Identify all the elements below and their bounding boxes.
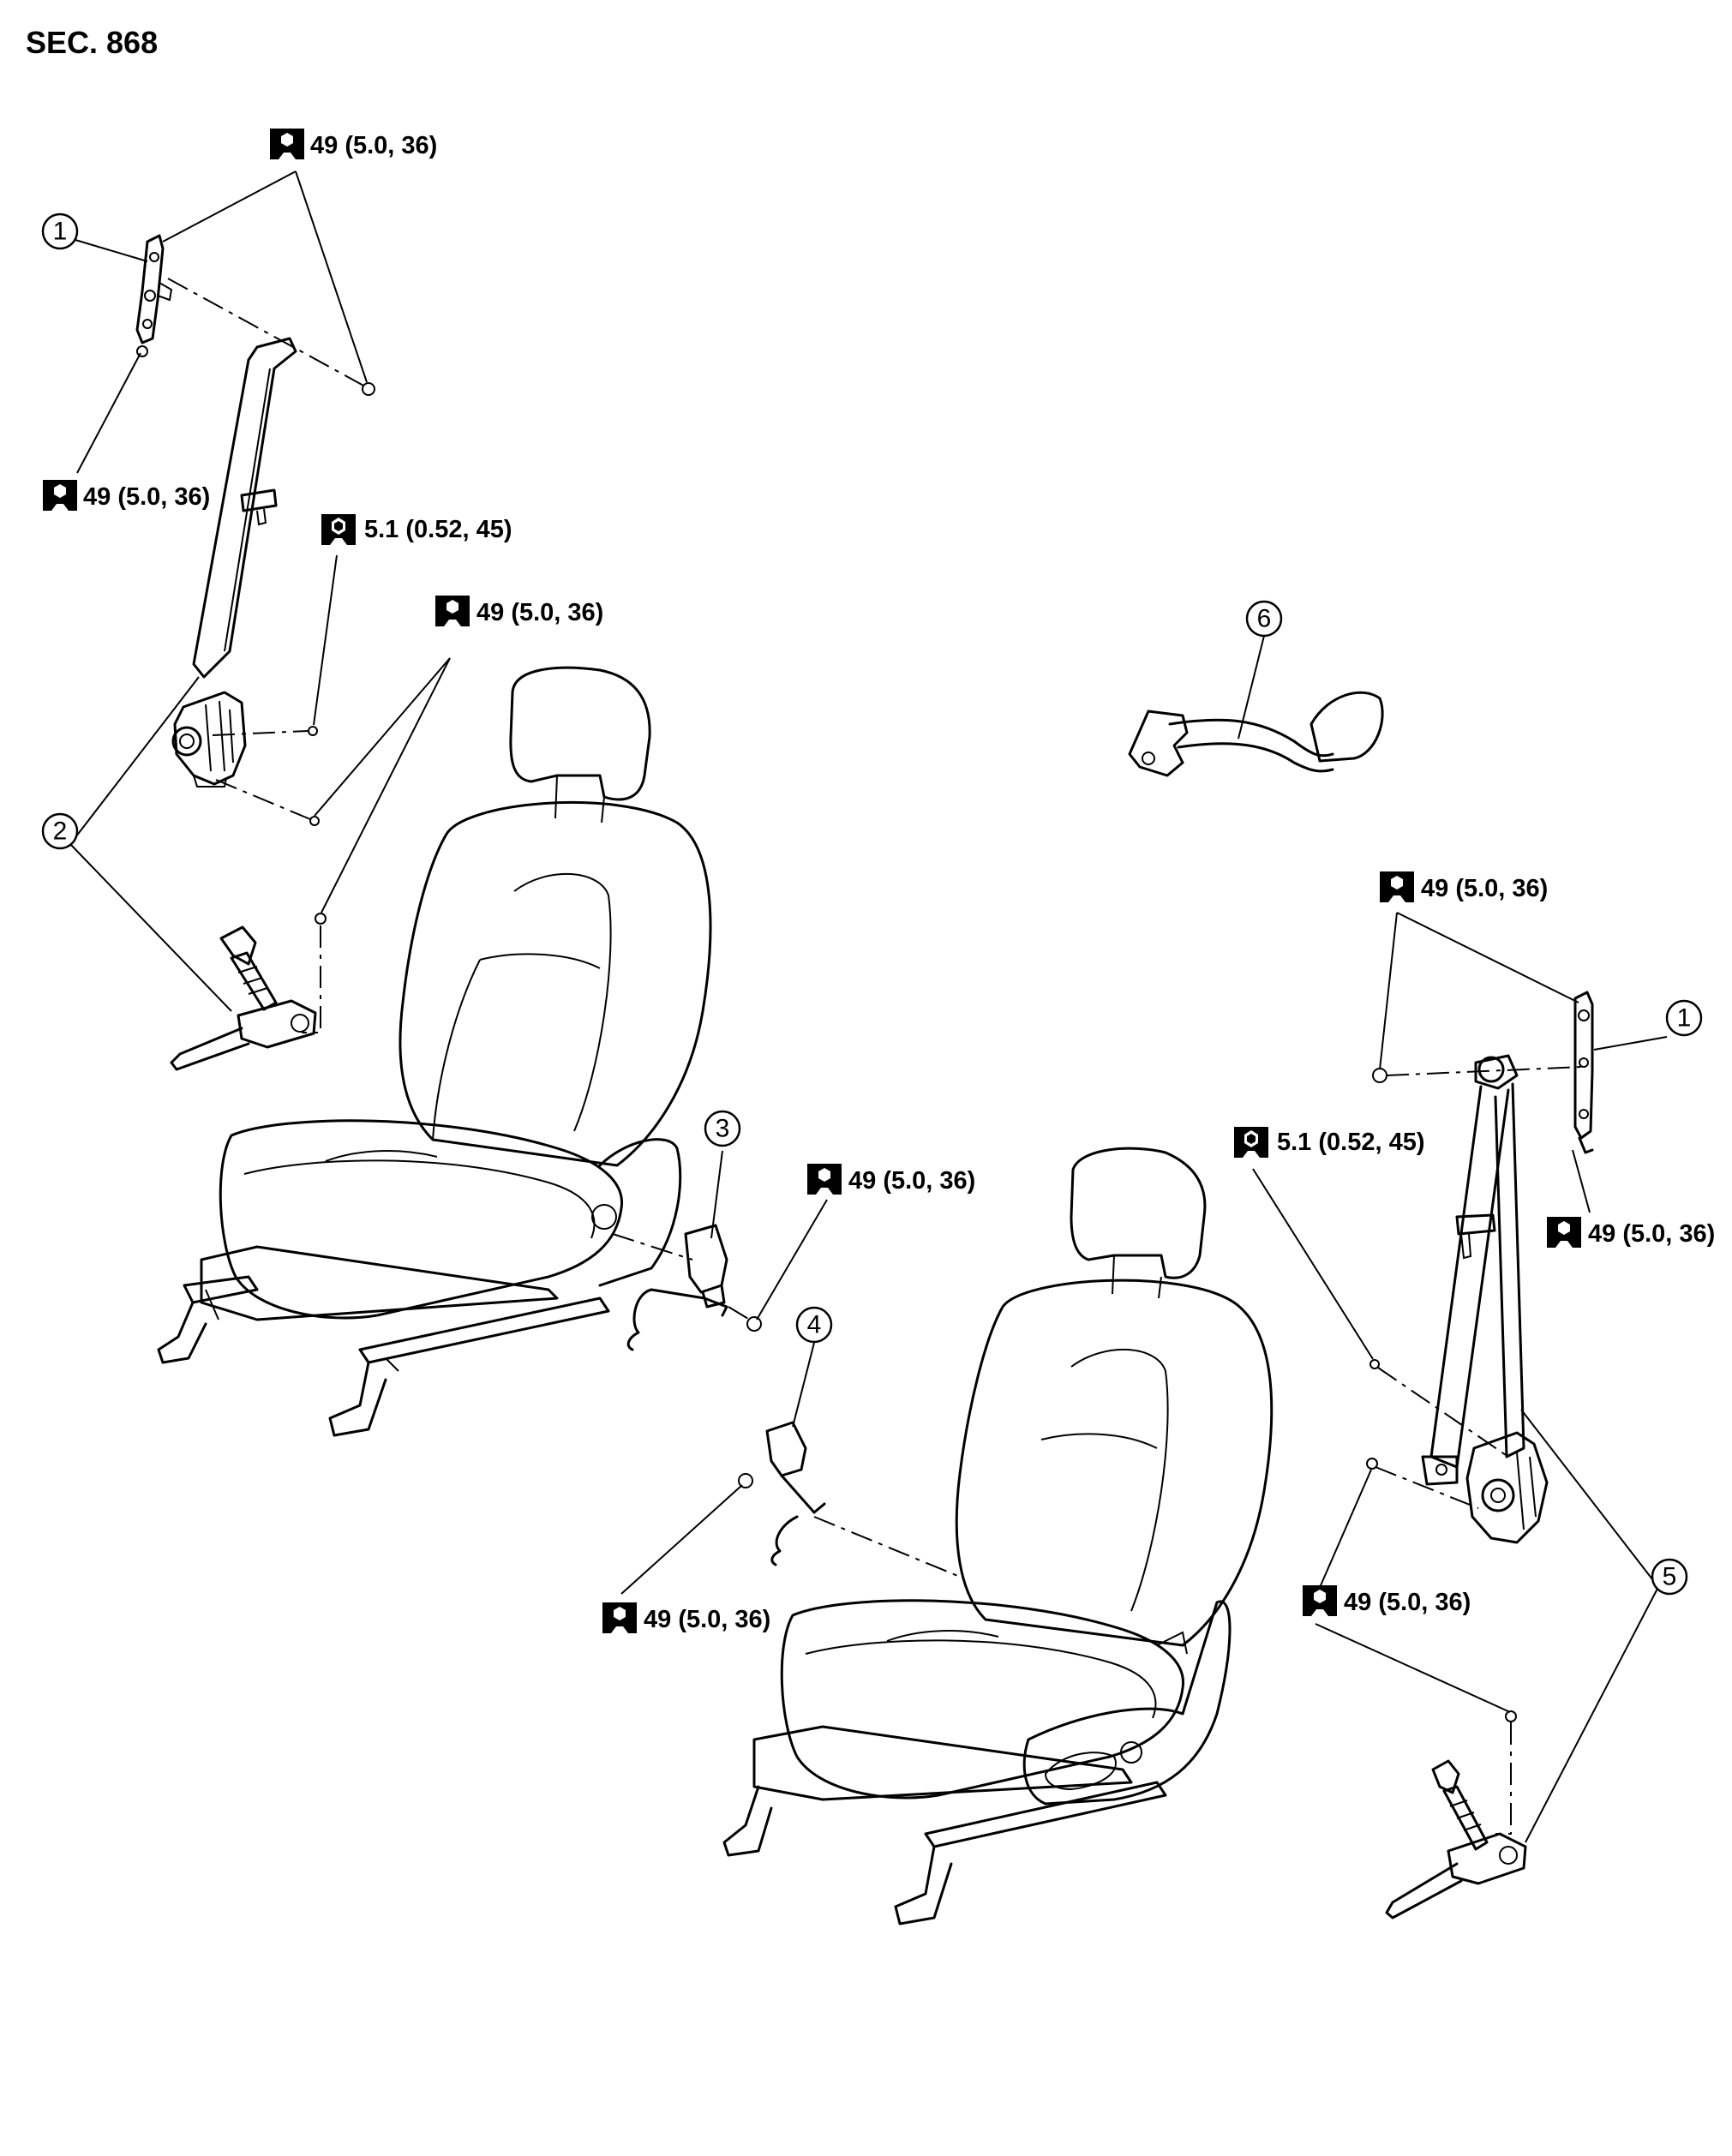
wrench-filled-icon (1234, 1127, 1268, 1158)
svg-text:49 (5.0, 36): 49 (5.0, 36) (476, 599, 603, 626)
callout-4: 4 (795, 1306, 833, 1344)
svg-text:49 (5.0, 36): 49 (5.0, 36) (1588, 1220, 1715, 1248)
callout-5-left-position: 5 (1651, 1558, 1688, 1596)
wrench-icon (1547, 1217, 1581, 1248)
torque-spec: 49 (5.0, 36) (1303, 1585, 1471, 1616)
callout-number: 4 (807, 1311, 822, 1339)
svg-text:49 (5.0, 36): 49 (5.0, 36) (848, 1167, 975, 1195)
wrench-filled-icon (321, 514, 356, 545)
torque-spec: 49 (5.0, 36) (43, 480, 210, 511)
wrench-icon (435, 596, 470, 626)
torque-spec: 5.1 (0.52, 45) (1234, 1127, 1425, 1158)
center-buckle-lower (738, 1421, 961, 1578)
svg-text:5.1 (0.52, 45): 5.1 (0.52, 45) (1277, 1129, 1425, 1156)
upper-front-seat (157, 666, 712, 1437)
callout-number: 1 (53, 218, 68, 246)
seat-belt-buckle-six (1128, 691, 1384, 777)
callout-number: 5 (1663, 1563, 1677, 1591)
torque-spec: 49 (5.0, 36) (1547, 1217, 1715, 1248)
wrench-icon (270, 129, 304, 159)
wrench-icon (1380, 871, 1414, 902)
callout-1-right: 1 (1665, 999, 1703, 1037)
wrench-icon (807, 1164, 842, 1195)
svg-text:49 (5.0, 36): 49 (5.0, 36) (83, 483, 210, 511)
torque-spec: 49 (5.0, 36) (602, 1602, 770, 1633)
right-seat-belt-assembly (1366, 991, 1594, 1919)
wrench-icon (602, 1602, 637, 1633)
svg-text:49 (5.0, 36): 49 (5.0, 36) (644, 1606, 770, 1633)
wrench-icon (1303, 1585, 1337, 1616)
section-label: SEC. 868 (26, 25, 158, 60)
torque-spec: 49 (5.0, 36) (435, 596, 603, 626)
left-seat-belt-assembly (135, 234, 375, 1071)
callout-number: 1 (1677, 1004, 1692, 1033)
svg-text:5.1 (0.52, 45): 5.1 (0.52, 45) (364, 516, 512, 543)
torque-spec: 5.1 (0.52, 45) (321, 514, 512, 545)
callout-3: 3 (704, 1110, 741, 1147)
callout-number: 2 (53, 817, 68, 846)
svg-text:49 (5.0, 36): 49 (5.0, 36) (310, 132, 437, 159)
svg-text:49 (5.0, 36): 49 (5.0, 36) (1344, 1589, 1471, 1616)
wrench-icon (43, 480, 77, 511)
callout-6: 6 (1245, 600, 1283, 638)
callout-2: 2 (41, 812, 79, 850)
callout-number: 6 (1257, 605, 1272, 633)
torque-spec: 49 (5.0, 36) (270, 129, 437, 159)
torque-spec: 49 (5.0, 36) (807, 1164, 975, 1195)
callout-1-left: 1 (41, 213, 79, 250)
svg-text:49 (5.0, 36): 49 (5.0, 36) (1421, 875, 1548, 902)
lower-front-seat (722, 1147, 1274, 1925)
callout-number: 3 (716, 1115, 730, 1143)
torque-spec: 49 (5.0, 36) (1380, 871, 1548, 902)
center-buckle-upper (612, 1224, 762, 1351)
